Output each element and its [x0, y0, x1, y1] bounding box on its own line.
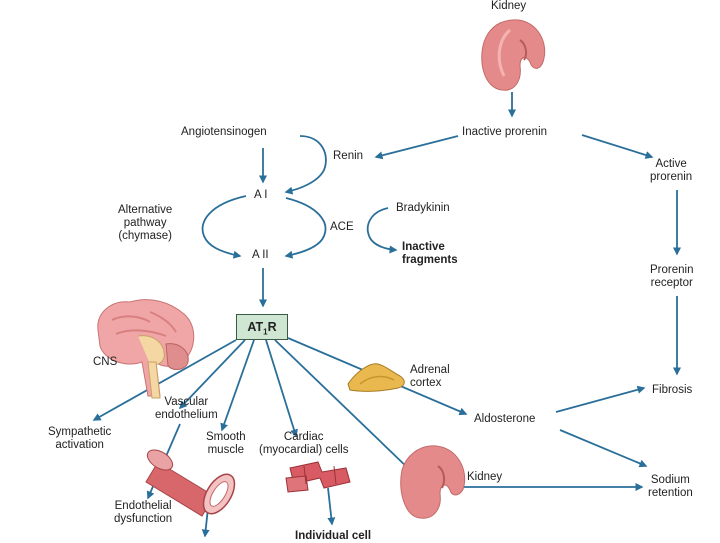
aii-label: A II [252, 249, 269, 261]
active-prorenin-label: Active prorenin [650, 158, 693, 183]
alternative-pathway-label: Alternative pathway (chymase) [118, 204, 173, 242]
smooth-muscle-label: Smooth muscle [206, 431, 246, 456]
kidney-top-label: Kidney [491, 0, 527, 12]
cns-label: CNS [93, 356, 118, 368]
at1r-subscript: 1 [263, 327, 268, 337]
brain-icon [97, 299, 195, 399]
kidney-bottom-label: Kidney [467, 471, 503, 483]
angiotensinogen-label: Angiotensinogen [181, 126, 267, 138]
at1r-text: AT [247, 320, 264, 334]
individual-cell-label: Individual cell [295, 530, 372, 542]
vascular-endothelium-label: Vascular endothelium [155, 396, 218, 421]
kidney-bottom-icon [400, 445, 466, 519]
endothelial-dysfunction-label: Endothelial dysfunction [114, 500, 173, 525]
cardiac-cells-label: Cardiac (myocardial) cells [259, 431, 349, 456]
sodium-retention-label: Sodium retention [648, 474, 693, 499]
adrenal-cortex-label: Adrenal cortex [410, 364, 450, 389]
renin-label: Renin [333, 150, 364, 162]
bradykinin-label: Bradykinin [396, 202, 450, 214]
at1r-text-end: R [267, 320, 277, 334]
cardiac-cells-icon [285, 461, 351, 493]
ace-label: ACE [330, 221, 354, 233]
adrenal-icon [347, 363, 405, 392]
aldosterone-label: Aldosterone [474, 413, 536, 425]
at1r-receptor-box: AT1R [236, 314, 288, 340]
prorenin-receptor-label: Prorenin receptor [650, 264, 694, 289]
blood-vessel-icon [145, 449, 236, 517]
kidney-icon [481, 19, 546, 91]
ai-label: A I [254, 189, 268, 201]
fibrosis-label: Fibrosis [652, 384, 693, 396]
sympathetic-activation-label: Sympathetic activation [48, 426, 112, 451]
inactive-prorenin-label: Inactive prorenin [462, 126, 548, 138]
inactive-fragments-label: Inactive fragments [402, 241, 458, 266]
